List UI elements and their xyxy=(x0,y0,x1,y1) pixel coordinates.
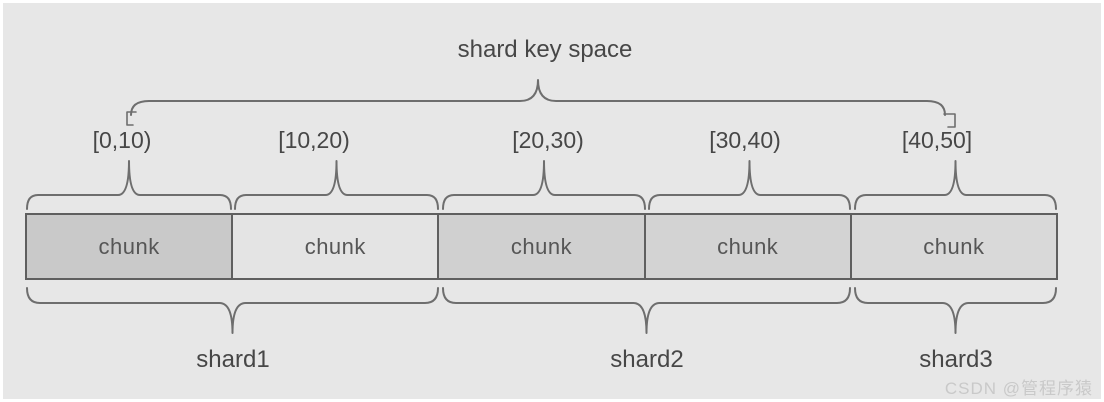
chunk-label: chunk xyxy=(98,233,160,259)
shard-key-space-brace-right-hook xyxy=(943,113,956,128)
shard2-label: shard2 xyxy=(610,346,684,373)
shard3-brace xyxy=(854,287,1057,334)
chunk-label: chunk xyxy=(923,233,985,259)
shard2-brace xyxy=(442,287,851,334)
chunk-box-4: chunk xyxy=(643,213,852,280)
range-label-40-50: [40,50] xyxy=(901,127,973,153)
range-brace-1 xyxy=(26,160,232,210)
range-brace-4 xyxy=(648,160,851,210)
shard1-label: shard1 xyxy=(196,346,270,373)
range-brace-5 xyxy=(854,160,1057,210)
chunk-box-1: chunk xyxy=(25,213,234,280)
shard-key-space-brace xyxy=(130,79,946,116)
chunk-label: chunk xyxy=(304,233,366,259)
range-label-0-10: [0,10) xyxy=(92,127,152,153)
shard3-label: shard3 xyxy=(919,346,993,373)
shard-key-space-brace-left-hook xyxy=(126,111,137,126)
shard1-brace xyxy=(26,287,439,334)
range-brace-3 xyxy=(442,160,646,210)
csdn-watermark: CSDN @管程序猿 xyxy=(944,379,1093,398)
chunk-label: chunk xyxy=(717,233,779,259)
range-label-10-20: [10,20) xyxy=(278,127,350,153)
chunk-box-3: chunk xyxy=(437,213,646,280)
diagram-canvas: shard key space [0,10) [10,20) [20,30) [… xyxy=(3,3,1101,399)
chunk-row: chunk chunk chunk chunk chunk xyxy=(25,213,1059,280)
brace-layer xyxy=(26,79,1057,334)
diagram-title: shard key space xyxy=(457,36,633,63)
chunk-label: chunk xyxy=(510,233,573,259)
chunk-box-2: chunk xyxy=(231,213,440,280)
range-label-20-30: [20,30) xyxy=(512,127,584,153)
range-label-30-40: [30,40) xyxy=(709,127,781,153)
range-brace-2 xyxy=(234,160,439,210)
chunk-box-5: chunk xyxy=(849,213,1059,280)
